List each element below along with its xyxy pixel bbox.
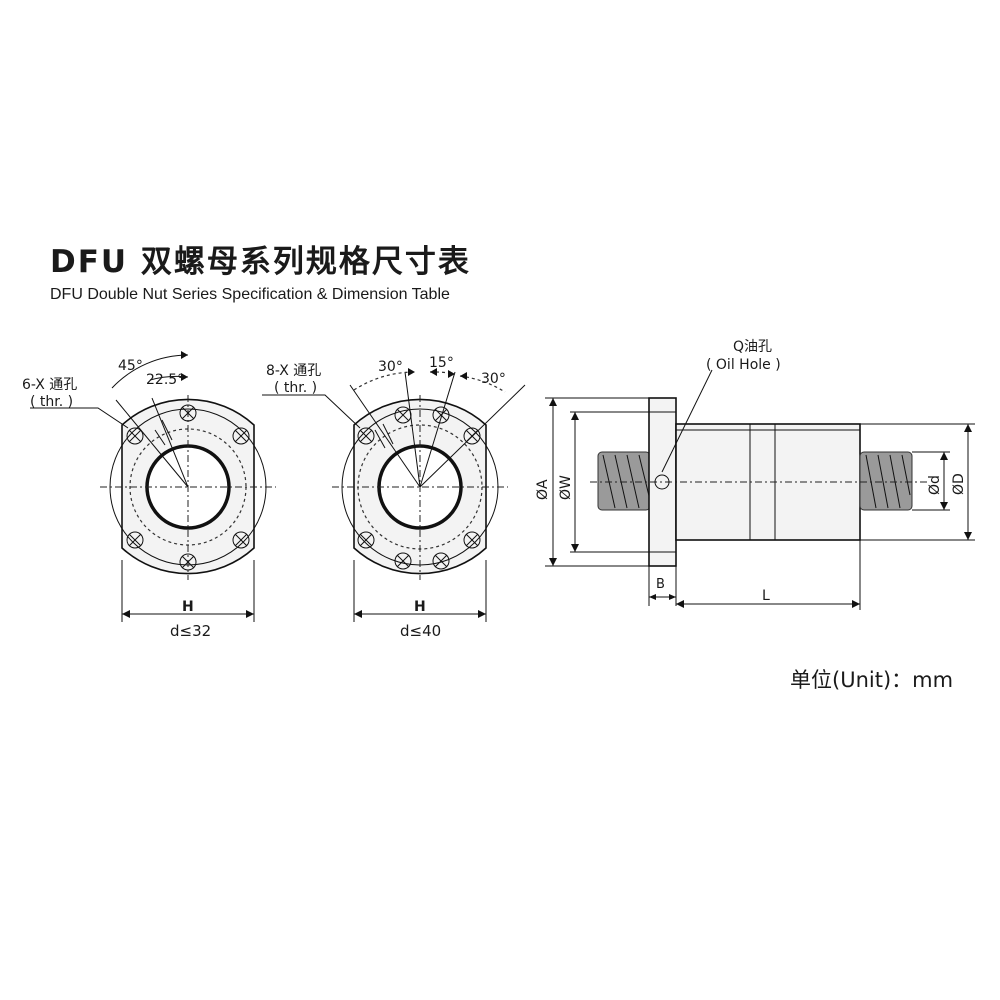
bolt-hole bbox=[126, 427, 144, 445]
left-flange-view bbox=[30, 351, 276, 622]
left-width-label: H bbox=[182, 599, 194, 615]
middle-hole-label: 8-X 通孔 bbox=[266, 363, 321, 379]
dim-L-label: L bbox=[762, 588, 770, 604]
bolt-hole bbox=[179, 404, 197, 422]
bolt-hole bbox=[357, 531, 375, 549]
dim-W-label: ØW bbox=[558, 475, 574, 500]
middle-angle-30-right: 30° bbox=[481, 371, 506, 387]
bolt-hole bbox=[357, 427, 375, 445]
unit-label: 单位(Unit)：mm bbox=[790, 668, 954, 692]
middle-width-label: H bbox=[414, 599, 426, 615]
oil-hole-label: Q油孔 bbox=[733, 339, 772, 355]
middle-angle-15: 15° bbox=[429, 355, 454, 371]
bolt-hole bbox=[232, 427, 250, 445]
dim-d-label: Ød bbox=[927, 475, 943, 495]
left-range-label: d≤32 bbox=[170, 622, 211, 640]
bolt-hole bbox=[126, 531, 144, 549]
title-chinese: DFU 双螺母系列规格尺寸表 bbox=[50, 244, 471, 280]
side-view bbox=[545, 369, 975, 610]
dim-D-label: ØD bbox=[951, 473, 967, 495]
left-angle-22-5: 22.5° bbox=[146, 372, 184, 388]
middle-flange-view bbox=[262, 368, 526, 622]
bolt-hole bbox=[432, 406, 450, 424]
middle-hole-label-en: ( thr. ) bbox=[274, 380, 317, 396]
left-hole-label-en: ( thr. ) bbox=[30, 394, 73, 410]
bolt-hole bbox=[179, 553, 197, 571]
oil-hole-label-en: ( Oil Hole ) bbox=[706, 357, 781, 373]
bolt-hole bbox=[232, 531, 250, 549]
dim-A-label: ØA bbox=[535, 479, 551, 500]
middle-range-label: d≤40 bbox=[400, 622, 441, 640]
bolt-hole bbox=[394, 552, 412, 570]
left-angle-45: 45° bbox=[118, 358, 143, 374]
title-english: DFU Double Nut Series Specification & Di… bbox=[50, 286, 450, 303]
left-hole-label: 6-X 通孔 bbox=[22, 377, 77, 393]
middle-angle-30-left: 30° bbox=[378, 359, 403, 375]
bolt-hole bbox=[432, 552, 450, 570]
dim-B-label: B bbox=[656, 577, 665, 592]
bolt-hole bbox=[463, 531, 481, 549]
